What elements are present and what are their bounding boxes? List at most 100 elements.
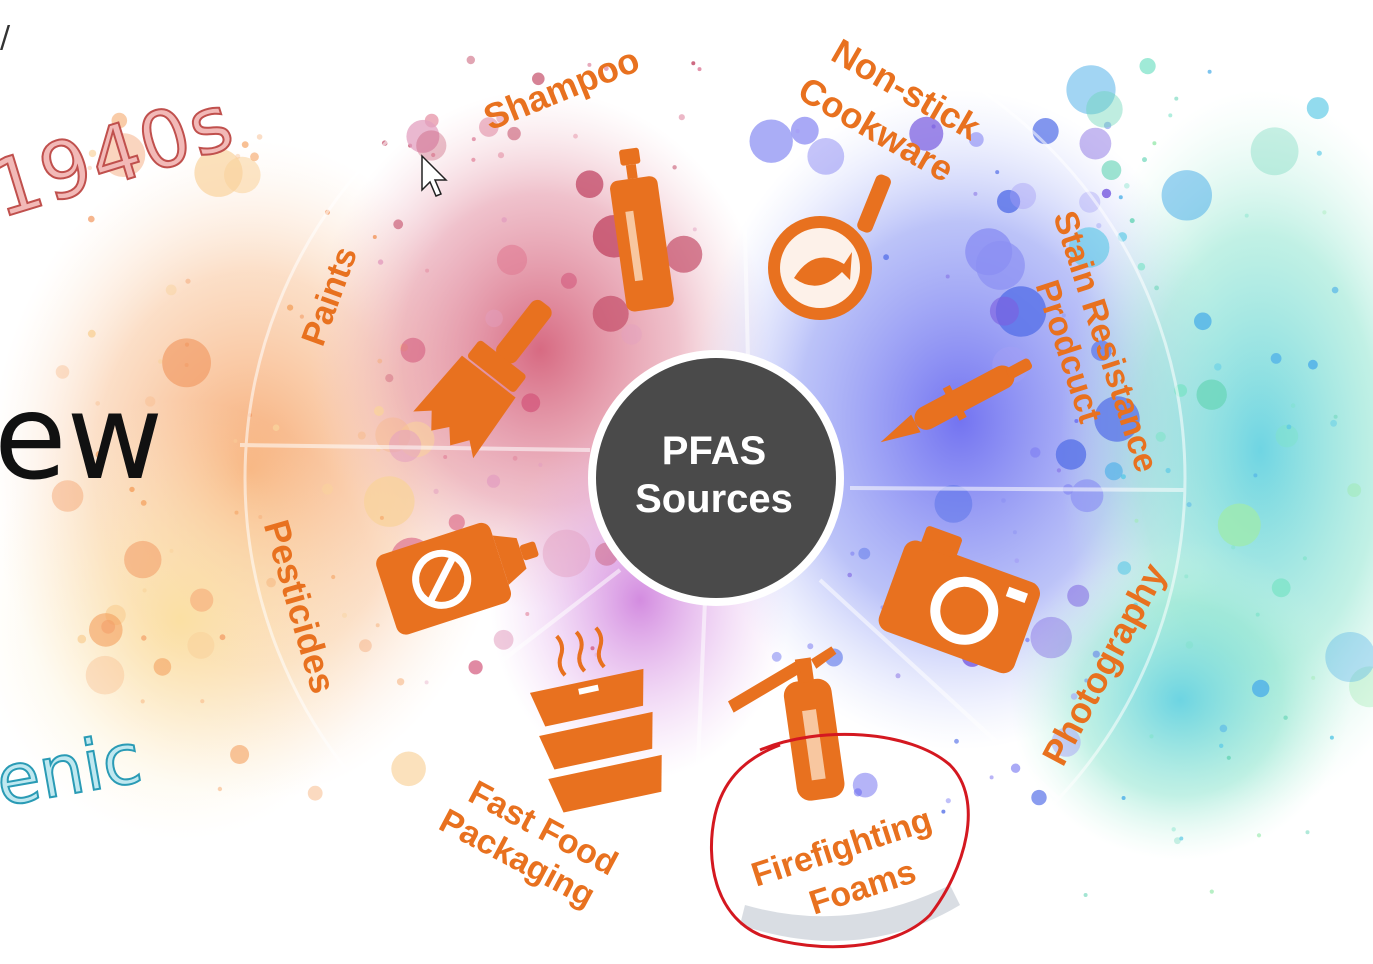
- paint-splatter-dot: [140, 699, 145, 704]
- paint-splatter-dot: [145, 396, 156, 407]
- paint-splatter-dot: [372, 235, 377, 239]
- paint-splatter-dot: [1322, 210, 1327, 215]
- paint-splatter-dot: [945, 798, 951, 804]
- paint-splatter-dot: [771, 651, 782, 662]
- spray-pen-icon: [880, 358, 1033, 443]
- paint-splatter-dot: [697, 67, 702, 72]
- paint-splatter-dot: [1253, 473, 1258, 478]
- paint-splatter-dot: [1067, 584, 1090, 607]
- paint-splatter-dot: [975, 240, 1025, 290]
- paint-splatter-dot: [1333, 414, 1338, 419]
- paint-splatter-dot: [187, 631, 215, 659]
- watercolor-background: [0, 90, 1373, 860]
- paint-splatter-dot: [1290, 403, 1296, 408]
- paint-splatter-dot: [129, 486, 135, 493]
- paint-splatter-dot: [1069, 227, 1110, 268]
- paint-splatter-dot: [230, 745, 250, 764]
- paint-splatter-dot: [1252, 679, 1270, 698]
- paint-splatter-dot: [1152, 141, 1157, 146]
- paint-splatter-dot: [542, 529, 591, 578]
- paint-splatter-dot: [1051, 727, 1081, 757]
- paint-splatter-dot: [1083, 893, 1088, 897]
- paint-splatter-dot: [1121, 796, 1126, 800]
- center-hub: PFAS Sources: [588, 350, 844, 606]
- paint-splatter-dot: [466, 55, 475, 65]
- paint-splatter-dot: [1231, 545, 1236, 550]
- paint-splatter-dot: [1219, 724, 1228, 733]
- paint-splatter-dot: [425, 268, 430, 273]
- paint-splatter-dot: [1219, 743, 1224, 748]
- paint-splatter-dot: [1325, 632, 1373, 682]
- paint-splatter-dot: [1168, 113, 1173, 118]
- paint-splatter-dot: [1118, 195, 1123, 200]
- paint-splatter-dot: [1331, 286, 1339, 294]
- pesticide-canister-icon: [376, 522, 539, 635]
- paint-splatter-dot: [217, 786, 223, 792]
- paint-splatter-dot: [521, 393, 541, 413]
- paint-splatter-dot: [1270, 353, 1282, 364]
- paint-splatter-dot: [1311, 675, 1316, 680]
- paint-splatter-dot: [194, 148, 243, 197]
- paint-splatter-dot: [1139, 58, 1156, 75]
- paint-splatter-dot: [587, 62, 592, 67]
- paint-splatter-dot: [124, 540, 162, 579]
- paint-splatter-dot: [272, 424, 280, 432]
- corner-mark: /: [0, 20, 11, 55]
- paint-splatter-dot: [95, 401, 100, 406]
- paint-splatter-dot: [1117, 561, 1132, 575]
- paint-splatter-dot: [111, 112, 128, 129]
- paint-splatter-dot: [185, 278, 191, 284]
- paint-splatter-dot: [1079, 127, 1112, 160]
- paint-splatter-dot: [406, 119, 440, 153]
- paint-splatter-dot: [1012, 530, 1017, 535]
- paint-splatter-dot: [1347, 483, 1362, 497]
- paint-splatter-dot: [1256, 833, 1262, 838]
- paint-splatter-dot: [379, 515, 384, 520]
- title-word-fragment: ew: [0, 368, 164, 506]
- food-container-icon: [529, 626, 662, 813]
- paint-splatter-dot: [101, 619, 116, 634]
- paint-splatter-dot: [1092, 650, 1100, 658]
- wheel-bottom-rim: [740, 885, 960, 941]
- paint-splatter-dot: [1104, 462, 1123, 481]
- paint-splatter-dot: [241, 141, 249, 149]
- paint-splatter-dot: [55, 365, 70, 379]
- paint-splatter-dot: [603, 66, 609, 71]
- paint-splatter-dot: [592, 295, 629, 332]
- paint-splatter-dot: [1161, 170, 1213, 221]
- paint-splatter-dot: [573, 133, 578, 139]
- paint-splatter-dot: [1174, 96, 1179, 101]
- shampoo-bottle-icon: [610, 147, 674, 312]
- paint-splatter-dot: [538, 462, 543, 467]
- paint-splatter-dot: [373, 406, 384, 416]
- paint-splatter-dot: [140, 500, 147, 506]
- paint-splatter-dot: [847, 572, 852, 578]
- paint-splatter-dot: [1001, 498, 1006, 503]
- paint-splatter-dot: [1070, 693, 1078, 700]
- paint-splatter-dot: [396, 678, 405, 686]
- paint-splatter-dot: [1124, 183, 1130, 189]
- paint-splatter-dot: [101, 133, 146, 178]
- paint-splatter-dot: [1275, 424, 1299, 448]
- paint-splatter-dot: [1329, 735, 1334, 740]
- paint-splatter-dot: [331, 574, 336, 580]
- paint-splatter-dot: [233, 439, 238, 443]
- paint-splatter-dot: [1066, 65, 1116, 115]
- paint-splatter-dot: [1209, 889, 1214, 894]
- paint-splatter-dot: [1134, 518, 1139, 523]
- paint-splatter-dot: [1014, 558, 1020, 563]
- paint-splatter-dot: [1207, 69, 1212, 74]
- paint-splatter-dot: [691, 61, 696, 66]
- paint-splatter-dot: [1283, 715, 1288, 720]
- mouse-cursor-icon: [421, 154, 448, 197]
- paint-splatter-dot: [87, 165, 93, 171]
- paint-splatter-dot: [790, 116, 819, 145]
- paint-splatter-dot: [1030, 616, 1072, 659]
- paint-splatter-dot: [377, 358, 383, 364]
- paint-splatter-dot: [850, 551, 855, 556]
- paint-splatter-dot: [391, 751, 426, 787]
- paint-splatter-dot: [1306, 97, 1329, 120]
- paint-splatter-dot: [496, 112, 508, 124]
- paint-splatter-dot: [807, 138, 845, 175]
- paint-splatter-dot: [1217, 503, 1261, 547]
